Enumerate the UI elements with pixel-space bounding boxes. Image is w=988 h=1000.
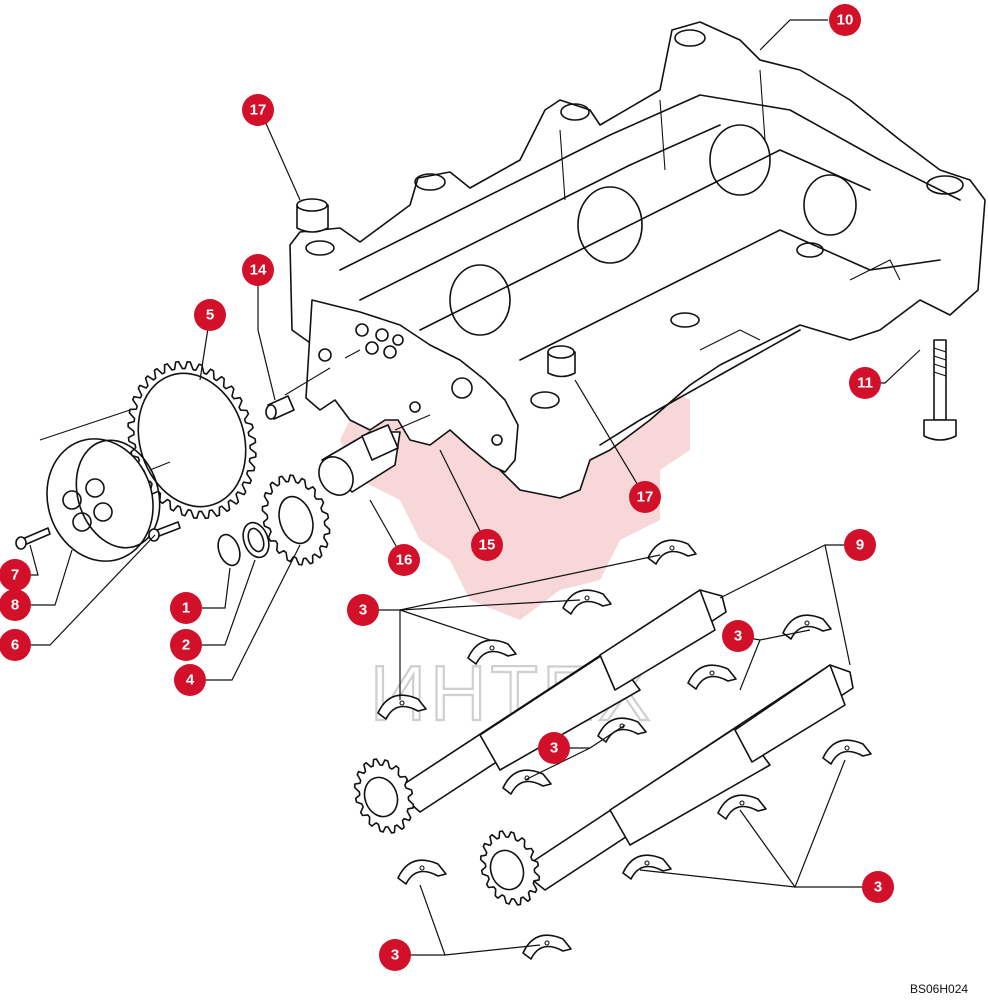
gasket-plate bbox=[284, 299, 519, 473]
callout-17-top: 17 bbox=[242, 94, 274, 126]
svg-text:3: 3 bbox=[359, 602, 367, 619]
svg-text:17: 17 bbox=[637, 489, 654, 506]
svg-text:10: 10 bbox=[837, 12, 854, 29]
bearing-shell bbox=[782, 614, 832, 640]
bearing-shell-hole bbox=[544, 940, 550, 946]
callout-5: 5 bbox=[194, 299, 226, 331]
callout-16: 16 bbox=[388, 544, 420, 576]
hub-bolt bbox=[148, 521, 181, 542]
svg-text:3: 3 bbox=[391, 947, 399, 964]
svg-text:4: 4 bbox=[186, 672, 195, 689]
bearing-shell-hole bbox=[804, 620, 810, 626]
bearing-shell bbox=[822, 739, 872, 765]
callout-10: 10 bbox=[829, 4, 861, 36]
callout-8: 8 bbox=[0, 589, 31, 621]
svg-text:6: 6 bbox=[11, 637, 19, 654]
callout-2: 2 bbox=[170, 629, 202, 661]
bearing-shell-hole bbox=[844, 745, 850, 751]
pin bbox=[265, 395, 295, 420]
callout-15: 15 bbox=[471, 529, 503, 561]
bearing-shell bbox=[687, 664, 737, 690]
bearing-shell bbox=[502, 769, 552, 795]
bearing-shell-hole bbox=[419, 865, 425, 871]
svg-text:1: 1 bbox=[182, 600, 190, 617]
bearing-shell-hole bbox=[669, 545, 675, 551]
svg-text:16: 16 bbox=[396, 552, 413, 569]
svg-text:17: 17 bbox=[250, 102, 267, 119]
shaft-sleeve bbox=[318, 424, 401, 496]
svg-text:2: 2 bbox=[182, 637, 190, 654]
callout-3-e: 3 bbox=[379, 939, 411, 971]
svg-text:3: 3 bbox=[550, 740, 558, 757]
callout-17-housing: 17 bbox=[629, 481, 661, 513]
svg-text:8: 8 bbox=[11, 597, 19, 614]
bearing-shell-hole bbox=[709, 670, 715, 676]
small-gear bbox=[261, 474, 331, 566]
bearing-shell-hole bbox=[739, 800, 745, 806]
svg-text:9: 9 bbox=[856, 537, 864, 554]
drawing-code: BS06H024 bbox=[910, 982, 968, 996]
callout-9: 9 bbox=[844, 529, 876, 561]
callout-4: 4 bbox=[174, 664, 206, 696]
bearing-shell bbox=[377, 694, 427, 720]
bushing-top bbox=[296, 198, 329, 233]
bearing-shells bbox=[377, 539, 872, 960]
svg-text:3: 3 bbox=[734, 628, 742, 645]
callout-3-c: 3 bbox=[538, 732, 570, 764]
bearing-shell-hole bbox=[489, 645, 495, 651]
bolt bbox=[923, 339, 957, 441]
callout-3-b: 3 bbox=[722, 620, 754, 652]
svg-text:5: 5 bbox=[206, 307, 214, 324]
bearing-shell bbox=[522, 934, 572, 960]
svg-text:15: 15 bbox=[479, 537, 496, 554]
callout-11: 11 bbox=[849, 367, 881, 399]
svg-text:3: 3 bbox=[874, 879, 882, 896]
callout-3-a: 3 bbox=[347, 594, 379, 626]
callout-6: 6 bbox=[0, 629, 31, 661]
washer bbox=[242, 521, 270, 559]
bearing-shell-hole bbox=[399, 700, 405, 706]
svg-text:11: 11 bbox=[857, 375, 873, 392]
leader-lines bbox=[15, 19, 921, 956]
snap-ring bbox=[217, 533, 241, 567]
bushing-housing bbox=[547, 345, 576, 378]
bearing-shell bbox=[622, 854, 672, 880]
callout-14: 14 bbox=[242, 254, 274, 286]
bearing-shell-hole bbox=[644, 860, 650, 866]
balancer-shafts bbox=[353, 589, 854, 906]
callout-1: 1 bbox=[170, 592, 202, 624]
hub bbox=[46, 438, 161, 562]
callout-7: 7 bbox=[0, 559, 31, 591]
bearing-shell bbox=[397, 859, 447, 885]
bearing-shell-hole bbox=[584, 595, 590, 601]
bearing-shell bbox=[647, 539, 697, 565]
bearing-shell bbox=[717, 794, 767, 820]
svg-text:7: 7 bbox=[11, 567, 19, 584]
screw bbox=[15, 527, 51, 550]
bearing-shell bbox=[467, 639, 517, 665]
callout-3-d: 3 bbox=[862, 871, 894, 903]
svg-text:14: 14 bbox=[250, 262, 267, 279]
bearing-shell bbox=[562, 589, 612, 615]
